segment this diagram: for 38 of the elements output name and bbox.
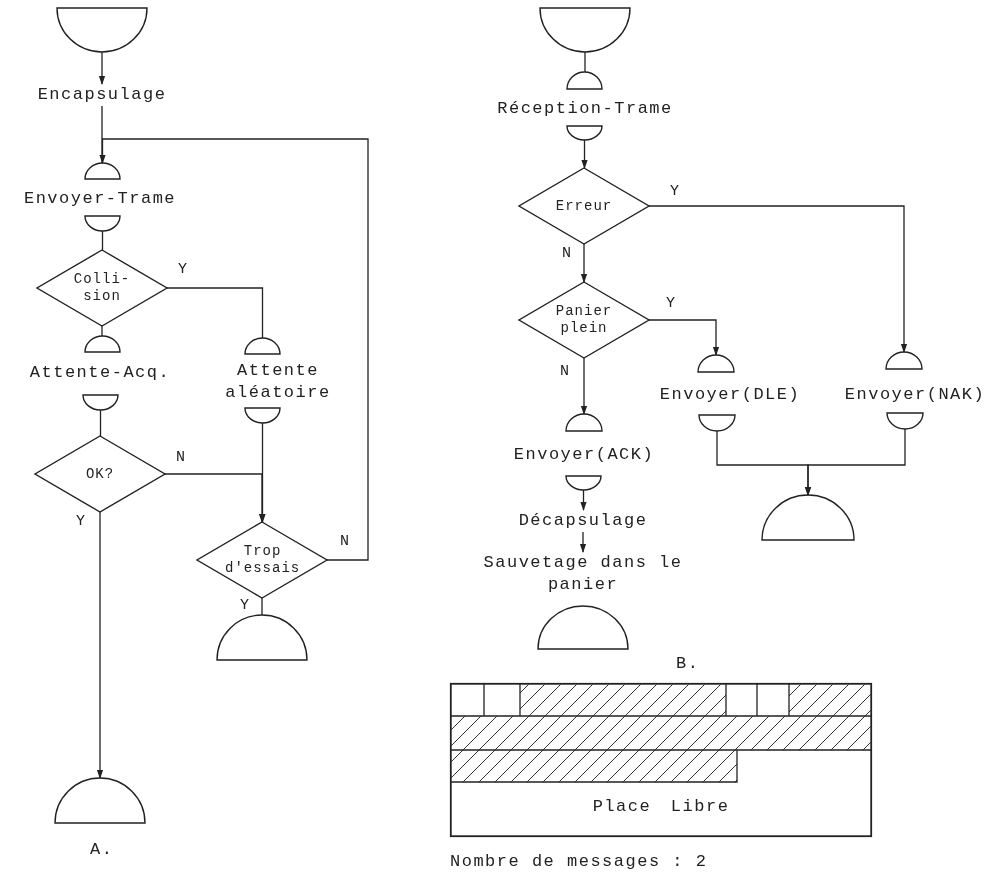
flow-arrow	[581, 139, 588, 169]
flow-arrow	[580, 357, 588, 415]
decision-text: Panier plein	[554, 303, 614, 337]
flow-arrow	[648, 319, 720, 356]
flow-arrow	[580, 243, 588, 283]
flow-arrow	[259, 422, 266, 523]
panel-label: A.	[90, 840, 114, 859]
connector-line	[101, 230, 104, 251]
connector-line	[99, 409, 102, 437]
flow-arrow	[99, 138, 369, 561]
free-space-label: Place Libre	[591, 797, 731, 816]
step-label: Réception-Trame	[497, 98, 673, 120]
flow-arrow	[648, 205, 908, 353]
step-label: Attente-Acq.	[29, 362, 171, 384]
step-label: Envoyer-Trame	[23, 188, 177, 210]
flow-arrow	[96, 511, 104, 779]
step-label: Envoyer(ACK)	[513, 444, 655, 466]
flow-arrow	[580, 489, 587, 511]
step-label: Envoyer(NAK)	[844, 384, 986, 406]
connector-line	[166, 287, 264, 339]
decision-text: Colli- sion	[72, 271, 132, 305]
decision-text: Trop d'essais	[225, 543, 301, 577]
decision-text: Erreur	[555, 197, 613, 215]
step-label: Encapsulage	[37, 84, 167, 106]
flow-arrow	[579, 531, 587, 553]
note-text: Nombre de messages : 2	[450, 852, 708, 871]
connector-line	[584, 51, 586, 73]
decision-text: OK?	[85, 465, 115, 483]
step-label: Décapsulage	[518, 510, 648, 532]
flow-arrow	[804, 428, 906, 496]
step-label: Sauvetage dans le panier	[478, 552, 688, 596]
panel-label: B.	[676, 654, 700, 673]
connector-line	[261, 597, 263, 616]
connector-line	[101, 325, 103, 337]
step-label: Attente aléatoire	[203, 360, 353, 404]
step-label: Envoyer(DLE)	[659, 384, 801, 406]
flow-arrow	[98, 51, 106, 85]
connector-line	[101, 105, 103, 164]
